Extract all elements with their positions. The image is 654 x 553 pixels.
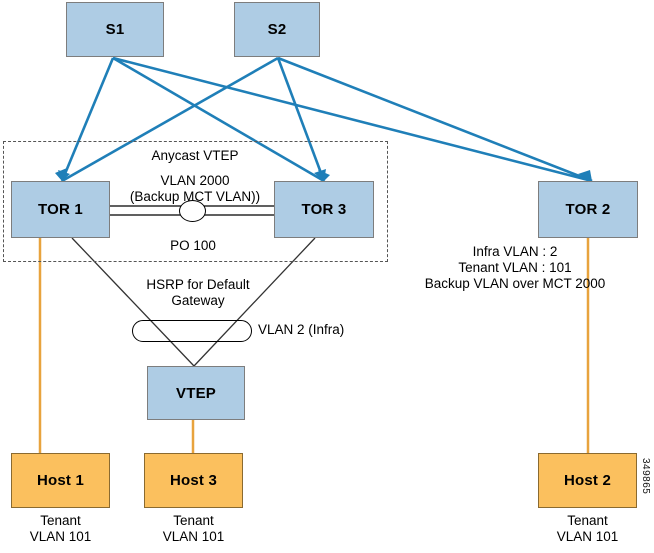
node-s1-label: S1 bbox=[105, 21, 125, 38]
node-s2-label: S2 bbox=[267, 21, 287, 38]
label-host3-tenant: Tenant VLAN 101 bbox=[162, 513, 225, 544]
node-tor1[interactable]: TOR 1 bbox=[11, 181, 110, 238]
label-po-100: PO 100 bbox=[170, 238, 216, 253]
label-host2-tenant: Tenant VLAN 101 bbox=[556, 513, 619, 544]
node-vtep-label: VTEP bbox=[176, 384, 216, 402]
node-tor2[interactable]: TOR 2 bbox=[538, 181, 638, 238]
node-s1[interactable]: S1 bbox=[66, 2, 164, 57]
node-host3[interactable]: Host 3 bbox=[144, 453, 243, 508]
anycast-vtep-zone bbox=[3, 141, 388, 262]
vlan2-infra-oval bbox=[132, 320, 252, 342]
arrowhead-tor2 bbox=[578, 170, 592, 181]
mct-link-oval bbox=[179, 200, 206, 222]
label-anycast-vtep: Anycast VTEP bbox=[151, 148, 239, 163]
node-tor3-label: TOR 3 bbox=[301, 201, 347, 218]
node-host3-label: Host 3 bbox=[169, 472, 218, 489]
label-tor2-details: Infra VLAN : 2 Tenant VLAN : 101 Backup … bbox=[424, 244, 606, 291]
node-host2[interactable]: Host 2 bbox=[538, 453, 637, 508]
node-host1[interactable]: Host 1 bbox=[11, 453, 110, 508]
label-vlan-2000: VLAN 2000 bbox=[160, 173, 230, 188]
label-host1-tenant: Tenant VLAN 101 bbox=[29, 513, 92, 544]
label-vlan-2-infra: VLAN 2 (Infra) bbox=[258, 322, 345, 337]
label-backup-mct-vlan: (Backup MCT VLAN)) bbox=[129, 189, 261, 204]
node-s2[interactable]: S2 bbox=[234, 2, 320, 57]
node-host1-label: Host 1 bbox=[36, 472, 85, 489]
label-hsrp-default-gateway: HSRP for Default Gateway bbox=[146, 277, 250, 308]
figure-id-watermark: 349865 bbox=[640, 458, 651, 495]
node-tor1-label: TOR 1 bbox=[38, 201, 83, 218]
node-tor3[interactable]: TOR 3 bbox=[274, 181, 374, 238]
node-tor2-label: TOR 2 bbox=[565, 201, 611, 218]
node-vtep[interactable]: VTEP bbox=[147, 366, 245, 420]
node-host2-label: Host 2 bbox=[563, 472, 612, 489]
